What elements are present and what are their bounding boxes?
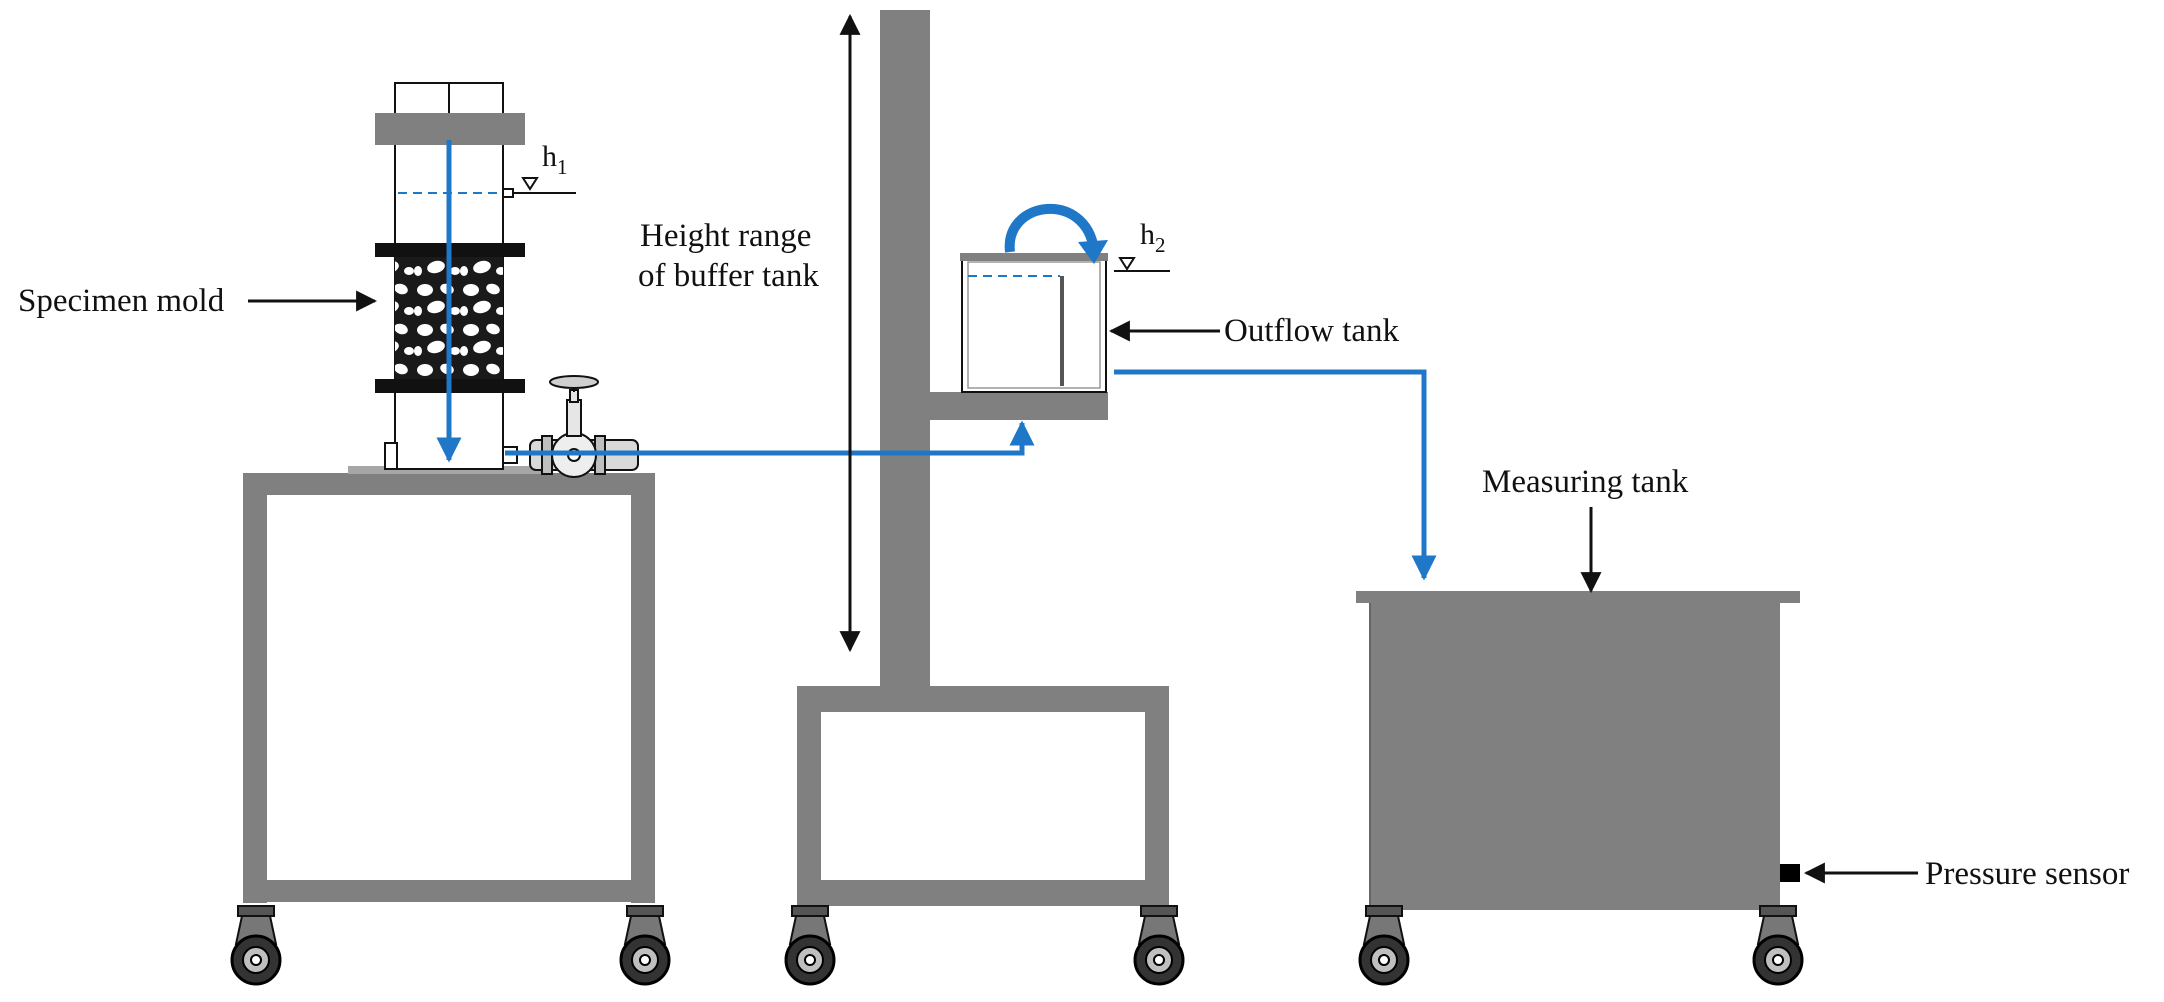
caster-wheel-icon	[1133, 905, 1185, 986]
h1-label: h1	[542, 140, 568, 179]
caster-wheel-icon	[1358, 905, 1410, 986]
caster-wheel-icon	[784, 905, 836, 986]
buffer-base-top	[797, 686, 1169, 712]
label-height-range-line1: Height range	[640, 218, 811, 254]
label-specimen-mold: Specimen mold	[18, 283, 225, 319]
wheels	[230, 905, 1804, 986]
label-measuring-tank: Measuring tank	[1482, 464, 1689, 500]
label-pressure-sensor: Pressure sensor	[1925, 856, 2129, 892]
flow-paths	[436, 140, 1437, 581]
piezometer-tap	[502, 188, 514, 198]
caster-wheel-icon	[230, 905, 282, 986]
flow-to-outflow-tank	[505, 420, 1035, 456]
caster-wheel-icon	[1752, 905, 1804, 986]
outflow-tank: h2	[960, 204, 1170, 393]
stand-leg-left	[243, 473, 267, 903]
caster-wheel-icon	[619, 905, 671, 986]
label-height-range-line2: of buffer tank	[638, 258, 819, 294]
buffer-shelf	[930, 392, 1108, 420]
buffer-base-leg-left	[797, 686, 821, 906]
h2-label: h2	[1140, 218, 1166, 257]
gate-valve-icon	[529, 375, 639, 478]
specimen-column: h1	[375, 82, 576, 470]
specimen-stand	[243, 466, 655, 903]
stand-leg-right	[631, 473, 655, 903]
column-top-cap	[375, 113, 525, 145]
triangle-down-icon	[521, 177, 539, 191]
triangle-down-icon	[1118, 257, 1136, 271]
column-foot	[384, 442, 398, 470]
stand-bottom	[243, 880, 655, 902]
buffer-base-bottom	[797, 880, 1169, 906]
pressure-sensor-block	[1780, 864, 1800, 882]
stand-top	[243, 473, 655, 495]
buffer-base-leg-right	[1145, 686, 1169, 906]
buffer-column	[880, 10, 930, 690]
curved-arrow-icon	[1004, 204, 1099, 253]
measuring-tank-body	[1370, 597, 1780, 910]
measuring-tank	[1356, 591, 1800, 910]
curved-arrow-head	[1078, 240, 1108, 264]
label-outflow-tank: Outflow tank	[1224, 313, 1400, 349]
measuring-tank-lid	[1356, 591, 1800, 603]
flow-to-measuring-tank	[1114, 369, 1437, 581]
buffer-tank-stand	[797, 10, 1169, 906]
